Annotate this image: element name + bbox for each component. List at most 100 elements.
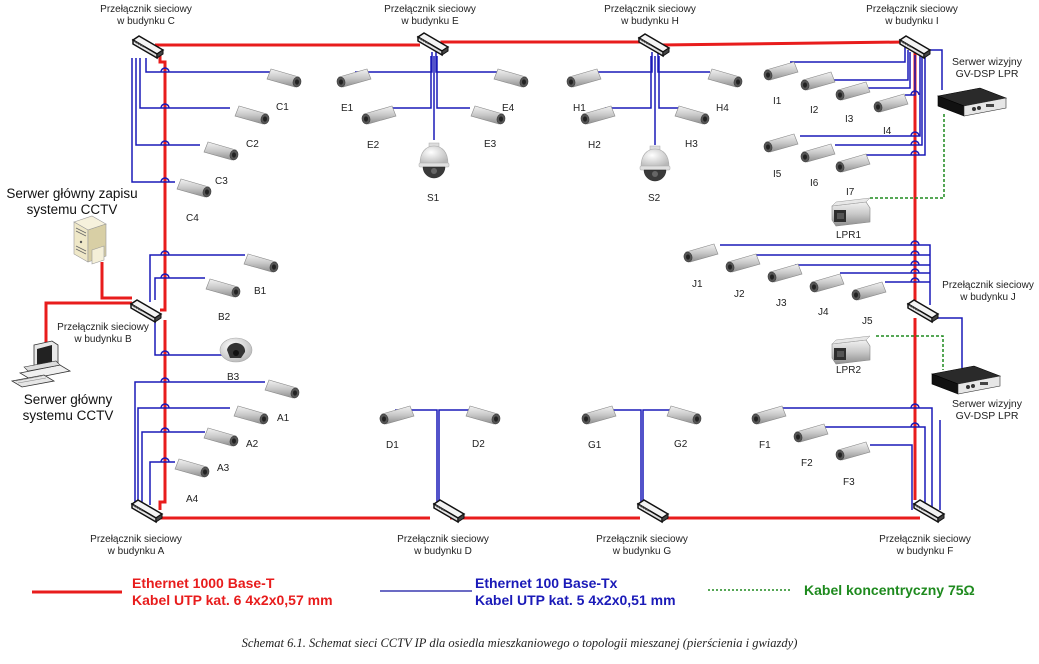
camera-label-i6: I6 — [810, 178, 819, 189]
camera-e1-icon — [335, 68, 372, 89]
camera-label-i5: I5 — [773, 169, 782, 180]
camera-h4-icon — [707, 68, 744, 89]
camera-i3-icon — [834, 81, 871, 102]
legend-coax: Kabel koncentryczny 75Ω — [804, 582, 975, 599]
camera-g1-icon — [580, 405, 617, 426]
link-main-server — [44, 301, 132, 348]
camera-label-b2: B2 — [218, 312, 231, 323]
camera-s2-ptz-icon — [639, 145, 671, 182]
camera-a4-icon — [174, 458, 211, 479]
switch-label-line1: Przełącznik sieciowy — [90, 534, 182, 545]
switch-label-line2: w budynku E — [401, 16, 459, 27]
switch-label-line1: Przełącznik sieciowy — [397, 534, 489, 545]
camera-h3-icon — [674, 105, 711, 126]
switch-label-line1: Przełącznik sieciowy — [604, 4, 696, 15]
ring-segment-h-i — [659, 40, 906, 47]
ring-segment-b-c — [158, 55, 167, 312]
switch-building-a — [131, 499, 163, 523]
camera-c1-icon — [266, 68, 303, 89]
camera-label-h3: H3 — [685, 139, 698, 150]
video-server-gv-dsp-lpr-2-icon — [931, 365, 1001, 395]
camera-label-s2: S2 — [648, 193, 661, 204]
coax-lpr2 — [876, 335, 944, 370]
switch-building-h — [638, 33, 670, 57]
camera-label-e2: E2 — [367, 140, 380, 151]
switch-label-line1: Przełącznik sieciowy — [866, 4, 958, 15]
camera-c2-icon — [234, 105, 271, 126]
lpr-camera-2-icon — [831, 335, 871, 365]
camera-label-j1: J1 — [692, 279, 703, 290]
camera-label-j2: J2 — [734, 289, 745, 300]
switch-label-a: Przełącznik sieciowy w budynku A — [90, 534, 182, 558]
switch-label-line2: w budynku A — [107, 546, 165, 557]
camera-label-lpr2: LPR2 — [836, 365, 862, 376]
switch-label-j: Przełącznik sieciowy w budynku J — [942, 280, 1034, 304]
lpr-camera-1-icon — [831, 197, 871, 227]
camera-f1-icon — [750, 405, 787, 426]
camera-i7-icon — [834, 153, 871, 174]
ring-segment-e-h — [440, 40, 650, 45]
server-label-line1: Serwer wizyjny — [951, 398, 1023, 410]
camera-d1-icon — [378, 405, 415, 426]
camera-b1-icon — [243, 253, 280, 274]
camera-label-f1: F1 — [759, 440, 771, 451]
server-label-line1: Serwer główny zapisu — [6, 186, 138, 201]
link-recording-server — [100, 262, 132, 300]
camera-label-a4: A4 — [186, 494, 199, 505]
camera-a1-icon — [264, 379, 301, 400]
camera-a2-icon — [233, 405, 270, 426]
switch-label-line2: w budynku H — [621, 16, 679, 27]
legend-line1: Kabel koncentryczny 75Ω — [804, 582, 975, 598]
camera-label-j3: J3 — [776, 298, 787, 309]
switch-label-line2: w budynku I — [885, 16, 939, 27]
camera-e3-icon — [470, 105, 507, 126]
camera-label-b1: B1 — [254, 286, 267, 297]
camera-j5-icon — [850, 281, 887, 302]
camera-g2-icon — [666, 405, 703, 426]
video-server-1-label: Serwer wizyjny GV-DSP LPR — [952, 56, 1022, 80]
camera-j4-icon — [808, 273, 845, 294]
switch-building-g — [637, 499, 669, 523]
camera-f2-icon — [792, 423, 829, 444]
server-label-line1: Serwer wizyjny — [951, 56, 1023, 68]
coax-links — [870, 112, 945, 370]
camera-b2-icon — [205, 278, 242, 299]
camera-label-lpr1: LPR1 — [836, 230, 862, 241]
server-label-line1: Serwer główny — [23, 392, 113, 407]
camera-e2-icon — [360, 105, 397, 126]
legend-line1: Ethernet 100 Base-Tx — [475, 575, 618, 591]
server-label-line2: systemu CCTV — [26, 202, 118, 217]
camera-f3-icon — [834, 441, 871, 462]
camera-label-i4: I4 — [883, 126, 892, 137]
camera-s1-ptz-icon — [418, 142, 450, 179]
recording-server-tower-icon — [73, 215, 107, 265]
switch-label-b: Przełącznik sieciowy w budynku B — [57, 322, 149, 346]
ring-segment-a-b — [158, 320, 167, 510]
camera-label-i7: I7 — [846, 187, 855, 198]
switch-label-line2: w budynku G — [612, 546, 672, 557]
switch-label-e: Przełącznik sieciowy w budynku E — [384, 4, 476, 28]
legend-line1: Ethernet 1000 Base-T — [132, 575, 275, 591]
switch-label-i: Przełącznik sieciowy w budynku I — [866, 4, 958, 28]
camera-c3-icon — [203, 141, 240, 162]
video-server-2-label: Serwer wizyjny GV-DSP LPR — [952, 398, 1022, 422]
camera-i2-icon — [799, 71, 836, 92]
camera-label-a1: A1 — [277, 413, 290, 424]
switch-label-h: Przełącznik sieciowy w budynku H — [604, 4, 696, 28]
switch-label-f: Przełącznik sieciowy w budynku F — [879, 534, 971, 558]
switch-label-line1: Przełącznik sieciowy — [879, 534, 971, 545]
cable-crossings — [160, 67, 920, 463]
switch-label-line2: w budynku J — [960, 292, 1016, 303]
camera-label-h2: H2 — [588, 140, 601, 151]
switch-label-line1: Przełącznik sieciowy — [100, 4, 192, 15]
camera-i6-icon — [799, 143, 836, 164]
switch-label-line2: w budynku B — [74, 334, 132, 345]
camera-label-f2: F2 — [801, 458, 813, 469]
camera-label-d1: D1 — [386, 440, 399, 451]
camera-label-g2: G2 — [674, 439, 688, 450]
switch-label-line2: w budynku D — [414, 546, 472, 557]
switch-building-b — [130, 299, 162, 323]
camera-label-h4: H4 — [716, 103, 729, 114]
camera-label-a2: A2 — [246, 439, 259, 450]
